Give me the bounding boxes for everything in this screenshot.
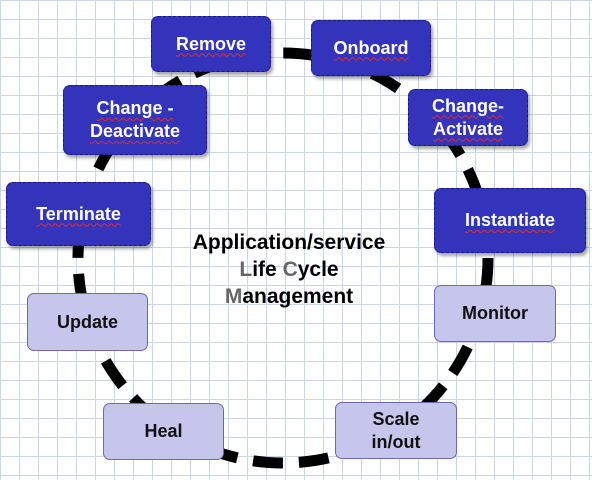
stage-label: Terminate [36, 203, 121, 224]
title-line-1: Application/service [192, 231, 386, 254]
stage-label: Instantiate [464, 210, 556, 230]
diagram-title: Application/service Life Cycle Managemen… [158, 229, 420, 310]
stage-label: Change- Activate [432, 95, 504, 139]
stage-change-activate[interactable]: Change- Activate [408, 89, 528, 146]
stage-change-deactivate[interactable]: Change - Deactivate [63, 85, 207, 155]
stage-label: Change - Deactivate [89, 98, 181, 141]
stage-update[interactable]: Update [27, 293, 148, 351]
title-line-2: Life Cycle [239, 258, 339, 281]
stage-label: Monitor [462, 303, 528, 323]
stage-scale-in-out[interactable]: Scale in/out [335, 402, 457, 459]
stage-monitor[interactable]: Monitor [434, 285, 556, 342]
title-line-3: Management [224, 285, 354, 308]
stage-label: Heal [144, 421, 183, 441]
stage-label: Onboard [333, 37, 409, 58]
stage-label: Update [56, 311, 118, 332]
stage-instantiate[interactable]: Instantiate [434, 188, 586, 253]
stage-label: Remove [175, 33, 247, 54]
stage-label: Scale in/out [371, 408, 421, 452]
stage-terminate[interactable]: Terminate [6, 182, 151, 246]
stage-heal[interactable]: Heal [103, 403, 224, 460]
stage-onboard[interactable]: Onboard [311, 20, 431, 76]
stage-remove[interactable]: Remove [151, 16, 271, 72]
